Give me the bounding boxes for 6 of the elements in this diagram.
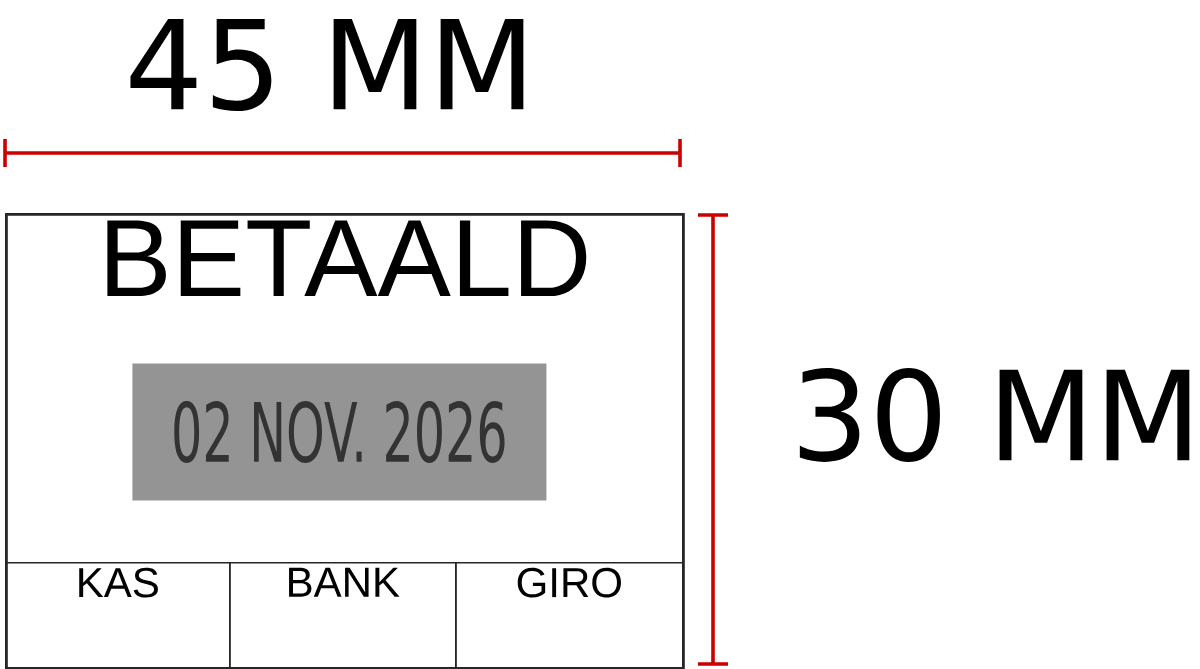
field-cell: BANK xyxy=(229,562,457,669)
field-cell: GIRO xyxy=(455,562,684,669)
dimension-label: 30 MM xyxy=(799,368,1190,462)
dimension-label: 45 MM xyxy=(130,18,524,112)
date-box: 02 NOV. 2026 xyxy=(132,363,547,501)
field-cell: KAS xyxy=(5,562,231,669)
